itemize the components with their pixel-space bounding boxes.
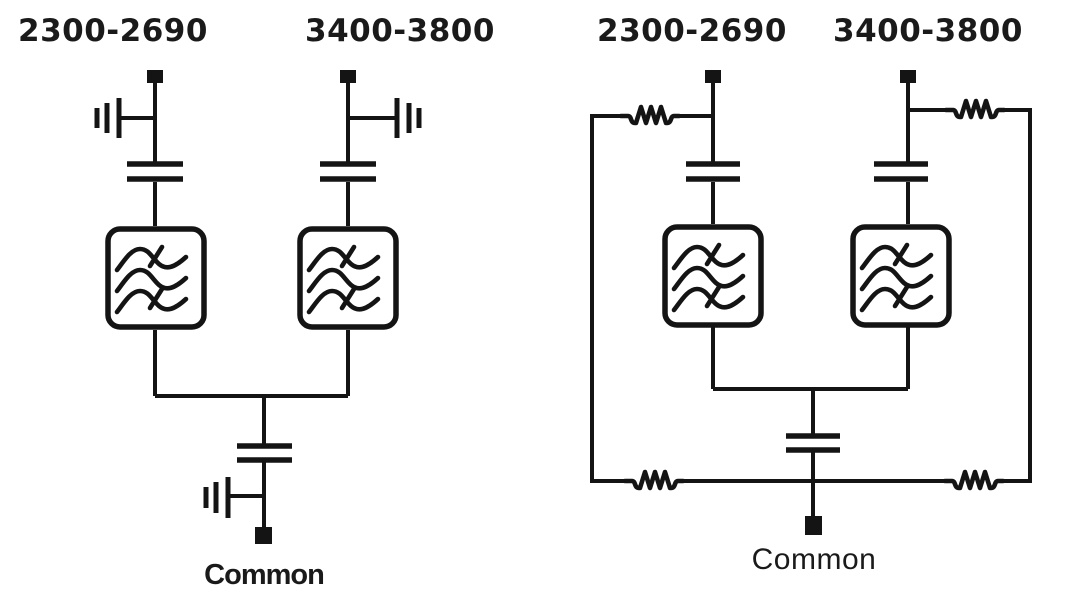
bandpass-filter-icon	[300, 229, 396, 327]
port-label: 3400-3800	[833, 13, 1023, 49]
capacitor-icon	[237, 443, 292, 463]
ground-icon	[94, 98, 155, 138]
common-terminal-icon	[255, 527, 272, 544]
circuit-right	[590, 70, 1032, 535]
capacitor-icon	[127, 161, 183, 182]
port-label: 3400-3800	[305, 13, 495, 49]
inductor-icon	[945, 472, 1003, 488]
inductor-icon	[946, 101, 1004, 117]
ground-icon	[348, 98, 422, 138]
port-terminal-icon	[340, 70, 356, 83]
capacitor-icon	[786, 433, 840, 453]
ground-icon	[203, 477, 264, 518]
bandpass-filter-icon	[853, 227, 949, 325]
bandpass-filter-icon	[108, 229, 204, 327]
common-terminal-icon	[805, 516, 822, 535]
port-label: 2300-2690	[597, 13, 787, 49]
capacitor-icon	[874, 161, 928, 182]
wire	[590, 114, 625, 483]
inductor-icon	[625, 472, 683, 488]
common-port-label: Common	[751, 543, 877, 576]
port-terminal-icon	[147, 70, 163, 83]
bandpass-filter-icon	[665, 227, 761, 325]
capacitor-icon	[686, 161, 740, 182]
port-label: 2300-2690	[18, 13, 208, 49]
circuit-left	[94, 70, 422, 544]
port-terminal-icon	[900, 70, 916, 83]
common-port-label: Common	[204, 559, 325, 591]
wire	[1003, 108, 1032, 483]
capacitor-icon	[320, 161, 376, 182]
port-terminal-icon	[705, 70, 721, 83]
inductor-icon	[621, 107, 679, 123]
